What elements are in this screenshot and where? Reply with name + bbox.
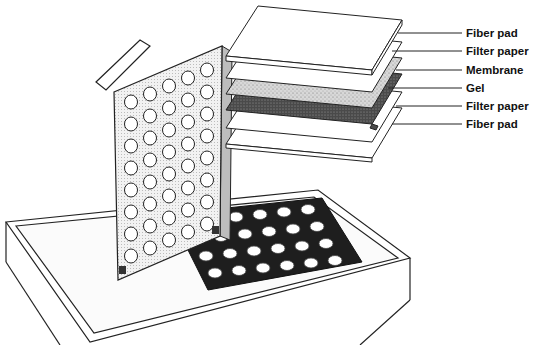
panel-hole [201,195,214,209]
leader-line [396,106,462,107]
base-hole [262,227,276,237]
base-hole [247,246,261,256]
panel-hole [125,139,138,153]
panel-hole [201,173,214,187]
panel-hole [201,107,214,121]
base-hole [328,256,342,266]
part-label: Fiber pad [466,26,518,40]
panel-hole [182,93,195,107]
tray-inner-rim [16,197,398,333]
panel-hole [163,145,176,159]
part-label: Fiber pad [466,117,518,131]
layer-edge [372,20,402,75]
panel-hole [163,189,176,203]
layer-stack [226,6,402,162]
panel-hole [182,203,195,217]
base-hole [229,212,243,222]
panel-hole [201,151,214,165]
leader-line [392,124,462,125]
base-hole [271,244,285,254]
tray-wall-edge [360,300,410,345]
panel-hole [144,131,157,145]
part-label: Filter paper [466,99,529,113]
panel-hole [201,129,214,143]
panel-hole [125,205,138,219]
panel-hole [144,175,157,189]
base-hole [301,205,315,215]
base-hole [253,210,267,220]
base-hole [280,261,294,271]
panel-hole [182,137,195,151]
panel-hole [144,241,157,255]
base-hole [223,249,237,259]
panel-hole [125,117,138,131]
panel-hole [201,217,214,231]
panel-hole [163,167,176,181]
tray-wall-edge [409,258,410,300]
part-label: Filter paper [466,44,529,58]
cassette-panel [114,46,222,280]
base-hole [277,207,291,217]
base-hole [286,224,300,234]
panel-hole [144,87,157,101]
gel-tab [370,124,378,130]
panel-hole [125,183,138,197]
panel-hole [163,233,176,247]
panel-hole [182,181,195,195]
panel-hole [144,153,157,167]
tray-wall-edge [5,222,6,262]
panel-hole [125,249,138,263]
panel-hole [163,211,176,225]
panel-hole [163,101,176,115]
panel-latch [96,40,150,90]
panel-hole [144,219,157,233]
panel-hole [163,79,176,93]
panel-hole [182,159,195,173]
base-hole [256,263,270,273]
panel-hole-group [125,63,214,263]
leader-lines [388,33,462,124]
panel-hole [163,123,176,137]
base-hole [319,239,333,249]
layer-edge [226,144,372,162]
panel-hole [201,85,214,99]
panel-hole [144,197,157,211]
panel-hole [125,161,138,175]
leader-line [388,88,462,89]
panel-hole [144,109,157,123]
leader-line [398,33,462,34]
leader-line [392,51,462,52]
base-hole [232,266,246,276]
base-hole [238,229,252,239]
panel-hole [182,71,195,85]
tray-wall-edge [6,262,60,345]
panel-hole [125,227,138,241]
leader-line [396,70,462,71]
panel-hole [201,63,214,77]
layer-edge [226,56,372,75]
base-hole [310,222,324,232]
base-hole [295,241,309,251]
part-label: Membrane [466,63,524,77]
panel-hinge [119,266,126,274]
part-label: Gel [466,81,485,95]
base-hole [304,258,318,268]
panel-hinge [212,226,219,234]
panel-hole [125,95,138,109]
base-hole [208,268,222,278]
panel-hole [182,115,195,129]
base-hole [199,251,213,261]
panel-hole [182,225,195,239]
